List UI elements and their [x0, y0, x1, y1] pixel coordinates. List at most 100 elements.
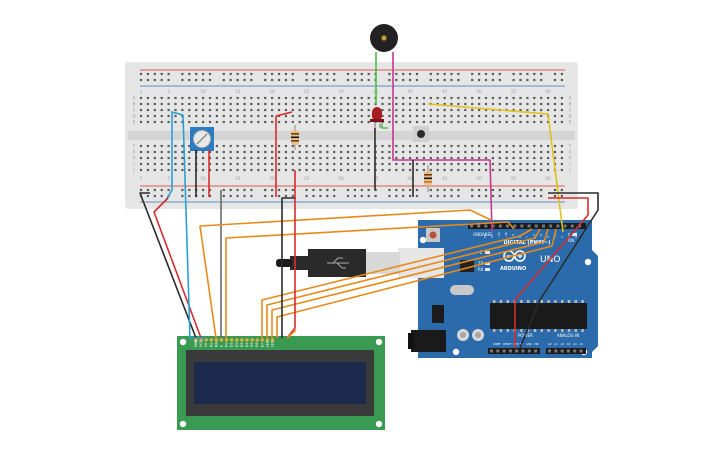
breadboard-hole[interactable] — [271, 168, 274, 172]
resistor-1[interactable] — [291, 125, 299, 150]
rail-hole[interactable] — [264, 72, 267, 76]
rail-hole[interactable] — [208, 188, 212, 192]
rail-hole[interactable] — [319, 72, 322, 76]
breadboard-hole[interactable] — [367, 150, 370, 154]
breadboard-hole[interactable] — [215, 120, 218, 124]
rail-hole[interactable] — [188, 72, 191, 76]
breadboard-hole[interactable] — [443, 108, 446, 112]
breadboard-hole[interactable] — [526, 108, 529, 112]
breadboard-hole[interactable] — [202, 96, 205, 100]
breadboard-hole[interactable] — [367, 162, 370, 166]
breadboard-hole[interactable] — [257, 150, 260, 154]
breadboard-hole[interactable] — [195, 114, 198, 118]
digital-pin[interactable] — [534, 224, 538, 228]
rail-hole[interactable] — [319, 188, 322, 192]
breadboard-hole[interactable] — [326, 120, 329, 124]
breadboard-hole[interactable] — [319, 168, 322, 172]
breadboard-hole[interactable] — [312, 150, 315, 154]
breadboard-hole[interactable] — [360, 156, 363, 160]
rail-hole[interactable] — [353, 78, 356, 82]
breadboard-hole[interactable] — [388, 144, 391, 148]
breadboard-hole[interactable] — [264, 162, 267, 166]
lcd-pin[interactable] — [214, 338, 219, 342]
breadboard-hole[interactable] — [250, 162, 253, 166]
breadboard-hole[interactable] — [305, 120, 308, 124]
rail-hole[interactable] — [429, 78, 432, 82]
breadboard-hole[interactable] — [160, 96, 163, 100]
rail-hole[interactable] — [429, 188, 432, 192]
breadboard-hole[interactable] — [153, 102, 156, 106]
rail-hole[interactable] — [202, 72, 205, 76]
breadboard-hole[interactable] — [188, 108, 191, 112]
breadboard-hole[interactable] — [512, 144, 515, 148]
breadboard-hole[interactable] — [464, 156, 467, 160]
breadboard-hole[interactable] — [436, 108, 439, 112]
breadboard-hole[interactable] — [243, 156, 246, 160]
breadboard-hole[interactable] — [250, 120, 253, 124]
rail-hole[interactable] — [415, 78, 419, 82]
rail-hole[interactable] — [388, 194, 391, 198]
breadboard-hole[interactable] — [388, 96, 391, 100]
breadboard-hole[interactable] — [340, 150, 343, 154]
rail-hole[interactable] — [202, 78, 205, 82]
breadboard-hole[interactable] — [277, 144, 281, 148]
wire-orange-lcd-backlight[interactable] — [286, 329, 297, 339]
breadboard-hole[interactable] — [291, 168, 294, 172]
rail-hole[interactable] — [139, 188, 143, 192]
breadboard-hole[interactable] — [208, 168, 212, 172]
breadboard-hole[interactable] — [547, 144, 550, 148]
rail-hole[interactable] — [457, 72, 460, 76]
breadboard-hole[interactable] — [236, 168, 239, 172]
breadboard-hole[interactable] — [443, 162, 446, 166]
breadboard-hole[interactable] — [422, 168, 425, 172]
breadboard-hole[interactable] — [429, 162, 432, 166]
breadboard-hole[interactable] — [188, 168, 191, 172]
breadboard-hole[interactable] — [353, 162, 356, 166]
breadboard-hole[interactable] — [422, 102, 425, 106]
breadboard-hole[interactable] — [271, 150, 274, 154]
rail-hole[interactable] — [319, 78, 322, 82]
breadboard-hole[interactable] — [436, 162, 439, 166]
breadboard-hole[interactable] — [353, 114, 356, 118]
rail-hole[interactable] — [326, 188, 329, 192]
breadboard-hole[interactable] — [526, 162, 529, 166]
rail-hole[interactable] — [284, 194, 287, 198]
breadboard-hole[interactable] — [257, 114, 260, 118]
breadboard-hole[interactable] — [360, 108, 363, 112]
breadboard-hole[interactable] — [395, 156, 398, 160]
breadboard-hole[interactable] — [319, 96, 322, 100]
breadboard-hole[interactable] — [298, 150, 301, 154]
breadboard-hole[interactable] — [353, 156, 356, 160]
breadboard-hole[interactable] — [222, 150, 225, 154]
rail-hole[interactable] — [236, 194, 239, 198]
breadboard-hole[interactable] — [229, 162, 232, 166]
breadboard-hole[interactable] — [450, 114, 453, 118]
breadboard-hole[interactable] — [215, 114, 218, 118]
breadboard-hole[interactable] — [271, 144, 274, 148]
breadboard-hole[interactable] — [402, 156, 405, 160]
breadboard-hole[interactable] — [533, 108, 536, 112]
piezo-buzzer[interactable] — [370, 24, 398, 52]
lcd-pin[interactable] — [230, 338, 234, 342]
breadboard-hole[interactable] — [146, 168, 149, 172]
breadboard-hole[interactable] — [346, 162, 350, 166]
rail-hole[interactable] — [208, 194, 212, 198]
breadboard-hole[interactable] — [202, 156, 205, 160]
breadboard-hole[interactable] — [367, 120, 370, 124]
breadboard-hole[interactable] — [533, 156, 536, 160]
breadboard-hole[interactable] — [519, 144, 522, 148]
breadboard-hole[interactable] — [250, 96, 253, 100]
breadboard-hole[interactable] — [181, 156, 184, 160]
digital-pin[interactable] — [556, 224, 560, 228]
breadboard-hole[interactable] — [298, 102, 301, 106]
rail-hole[interactable] — [243, 72, 246, 76]
breadboard-hole[interactable] — [298, 120, 301, 124]
breadboard-hole[interactable] — [450, 144, 453, 148]
breadboard-hole[interactable] — [340, 120, 343, 124]
breadboard-hole[interactable] — [174, 120, 177, 124]
rail-hole[interactable] — [560, 188, 563, 192]
breadboard-hole[interactable] — [264, 102, 267, 106]
breadboard-hole[interactable] — [208, 120, 212, 124]
breadboard-hole[interactable] — [153, 96, 156, 100]
rail-hole[interactable] — [526, 188, 529, 192]
